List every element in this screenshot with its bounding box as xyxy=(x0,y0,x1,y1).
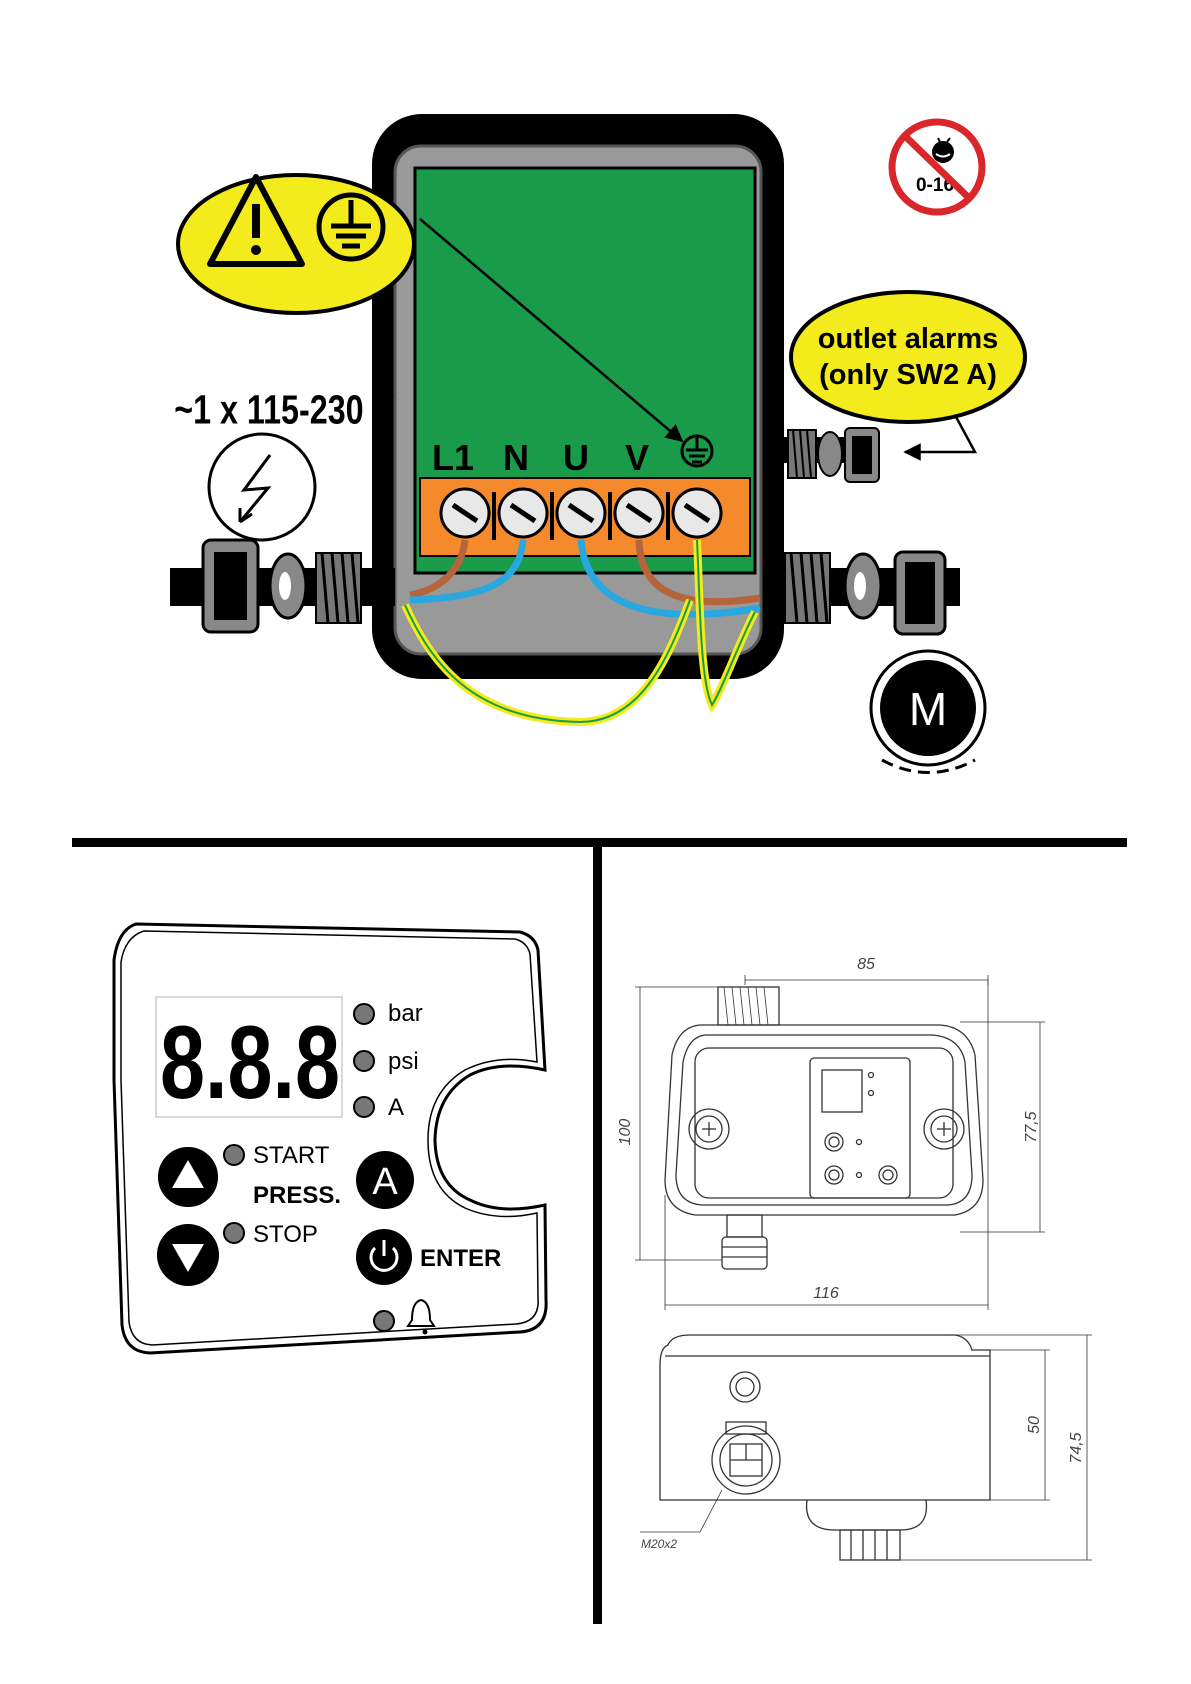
outlet-alarms-bubble: outlet alarms (only SW2 A) xyxy=(791,292,1025,452)
motor-label: M xyxy=(909,683,947,735)
motor-icon: M xyxy=(871,651,985,773)
enter-label: ENTER xyxy=(420,1245,501,1272)
led-amps xyxy=(354,1097,374,1117)
stop-label: STOP xyxy=(253,1221,318,1248)
outlet-alarms-label: outlet alarms xyxy=(818,323,999,355)
terminal-label-v: V xyxy=(625,437,649,478)
lightning-icon xyxy=(209,434,315,540)
dimension-labels: 85 100 77,5 116 50 74,5 M20x2 xyxy=(617,956,1085,1551)
unit-amps-label: A xyxy=(388,1094,404,1121)
dim-height: 100 xyxy=(617,1119,634,1146)
unit-leds xyxy=(354,1004,374,1117)
down-button[interactable] xyxy=(157,1224,219,1286)
terminal-label-n: N xyxy=(503,437,529,478)
press-label: PRESS. xyxy=(253,1182,341,1209)
cable-gland-alarm xyxy=(772,428,879,482)
segment-display: 8.8.8 xyxy=(160,1005,340,1121)
led-psi xyxy=(354,1051,374,1071)
led-start xyxy=(224,1145,244,1165)
cable-gland-left xyxy=(170,540,395,632)
pcb-earth-icon xyxy=(682,436,712,466)
dim-thread: M20x2 xyxy=(641,1537,677,1551)
unit-psi-label: psi xyxy=(388,1048,419,1075)
dim-side-total: 74,5 xyxy=(1068,1432,1085,1463)
side-view xyxy=(640,1335,1092,1560)
cable-gland-right xyxy=(765,552,960,634)
dim-width-top: 85 xyxy=(857,956,875,973)
enter-button[interactable] xyxy=(356,1229,412,1285)
supply-voltage-label: ~1 x 115-230 V xyxy=(174,387,394,433)
screw-right-icon xyxy=(924,1109,964,1149)
led-bar xyxy=(354,1004,374,1024)
earth-icon xyxy=(319,195,383,259)
dim-depth: 77,5 xyxy=(1023,1111,1040,1142)
a-button[interactable]: A xyxy=(356,1151,414,1209)
dimension-drawing xyxy=(635,975,1092,1560)
up-button[interactable] xyxy=(157,1146,219,1208)
terminal-label-l1: L1 xyxy=(432,437,474,478)
section-divider-vertical xyxy=(593,845,602,1624)
unit-bar-label: bar xyxy=(388,1000,423,1027)
dim-side-height: 50 xyxy=(1026,1416,1043,1434)
outlet-alarms-sublabel: (only SW2 A) xyxy=(819,359,997,391)
start-label: START xyxy=(253,1142,330,1169)
front-view xyxy=(665,987,983,1269)
led-alarm xyxy=(374,1311,394,1331)
wiring-diagram: L1 N U V xyxy=(170,114,1025,773)
terminal-label-u: U xyxy=(563,437,589,478)
a-button-label: A xyxy=(372,1161,398,1203)
dim-width-bottom: 116 xyxy=(813,1285,839,1302)
led-stop xyxy=(224,1223,244,1243)
control-panel: 8.8.8 bar psi A START PRESS. STOP A xyxy=(114,924,546,1353)
age-warning-icon: 0-16 xyxy=(892,122,982,212)
